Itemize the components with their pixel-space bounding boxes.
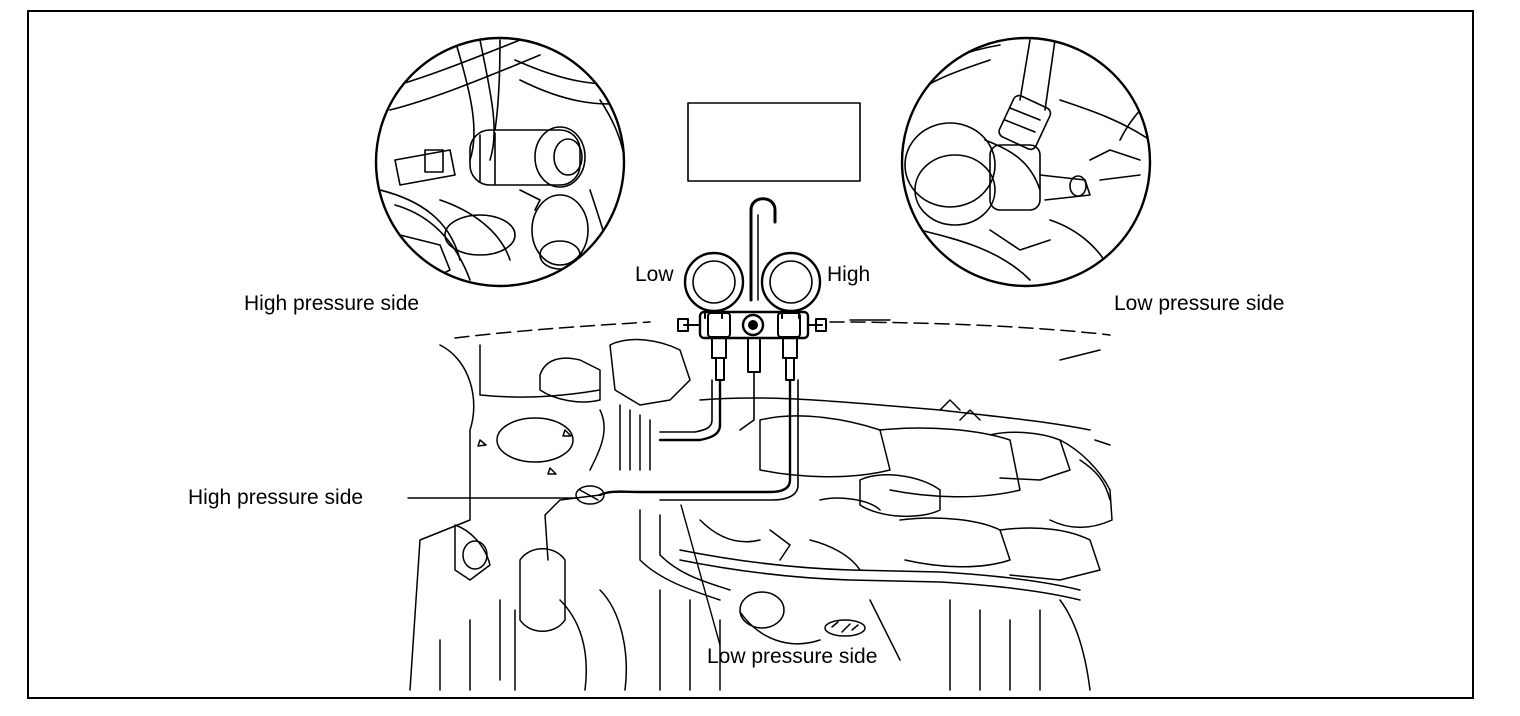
manifold-gauge-set-icon: [598, 197, 827, 501]
label-low-gauge: Low: [635, 263, 674, 286]
figure-frame: [27, 10, 1474, 699]
high-pressure-detail-circle: [374, 36, 626, 288]
label-high-pressure-side-engine: High pressure side: [188, 486, 364, 509]
blank-caption-box: [687, 102, 861, 182]
leader-lines: [407, 319, 891, 646]
label-high-pressure-side-detail: High pressure side: [244, 292, 420, 315]
label-low-pressure-side-engine: Low pressure side: [707, 645, 878, 668]
engine-bay-illustration: [409, 321, 1113, 691]
label-high-gauge: High: [827, 263, 871, 286]
label-low-pressure-side-detail: Low pressure side: [1114, 292, 1285, 315]
low-pressure-detail-circle: [900, 36, 1152, 288]
